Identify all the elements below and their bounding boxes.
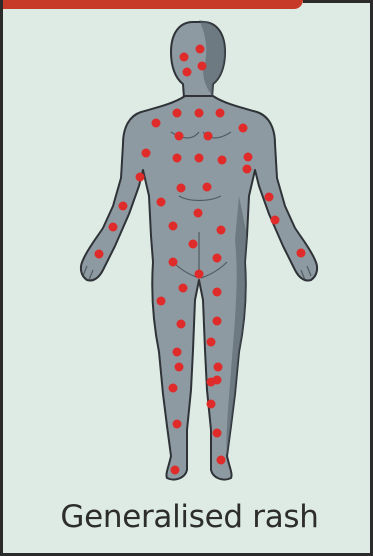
rash-spot: [198, 62, 207, 71]
rash-spot: [136, 173, 145, 182]
rash-spot: [213, 317, 222, 326]
rash-spot: [175, 132, 184, 141]
rash-spot: [195, 154, 204, 163]
rash-spot: [194, 209, 203, 218]
rash-spot: [217, 456, 226, 465]
rash-spot: [214, 363, 223, 372]
rash-spot: [213, 376, 222, 385]
rash-spot: [173, 109, 182, 118]
rash-spot: [189, 240, 198, 249]
rash-spot: [217, 226, 226, 235]
rash-spot: [157, 297, 166, 306]
rash-spot: [195, 270, 204, 279]
rash-spot: [297, 249, 306, 258]
rash-spot: [95, 250, 104, 259]
rash-spot: [244, 153, 253, 162]
figure-caption: Generalised rash: [3, 499, 373, 535]
rash-spot: [173, 154, 182, 163]
rash-spot: [142, 149, 151, 158]
rash-spot: [207, 338, 216, 347]
rash-spot: [179, 284, 188, 293]
rash-spot: [216, 109, 225, 118]
rash-spot: [157, 198, 166, 207]
rash-spot: [204, 132, 213, 141]
rash-spot: [243, 165, 252, 174]
rash-spot: [203, 183, 212, 192]
rash-spot: [171, 466, 180, 475]
human-body-icon: [3, 0, 373, 556]
rash-spot: [173, 348, 182, 357]
rash-spot: [213, 288, 222, 297]
rash-spot: [183, 68, 192, 77]
rash-spot: [175, 363, 184, 372]
rash-spot: [213, 254, 222, 263]
rash-spot: [196, 45, 205, 54]
rash-spot: [169, 384, 178, 393]
rash-spot: [195, 109, 204, 118]
rash-spot: [169, 222, 178, 231]
rash-spot: [207, 400, 216, 409]
rash-spot: [218, 156, 227, 165]
rash-spot: [239, 124, 248, 133]
rash-spot: [169, 258, 178, 267]
rash-spot: [177, 184, 186, 193]
rash-spot: [213, 429, 222, 438]
rash-spot: [177, 320, 186, 329]
rash-spot: [265, 193, 274, 202]
rash-spot: [119, 202, 128, 211]
rash-spot: [180, 53, 189, 62]
rash-spot: [271, 216, 280, 225]
rash-spot: [109, 223, 118, 232]
rash-spot: [152, 119, 161, 128]
rash-spot: [173, 420, 182, 429]
